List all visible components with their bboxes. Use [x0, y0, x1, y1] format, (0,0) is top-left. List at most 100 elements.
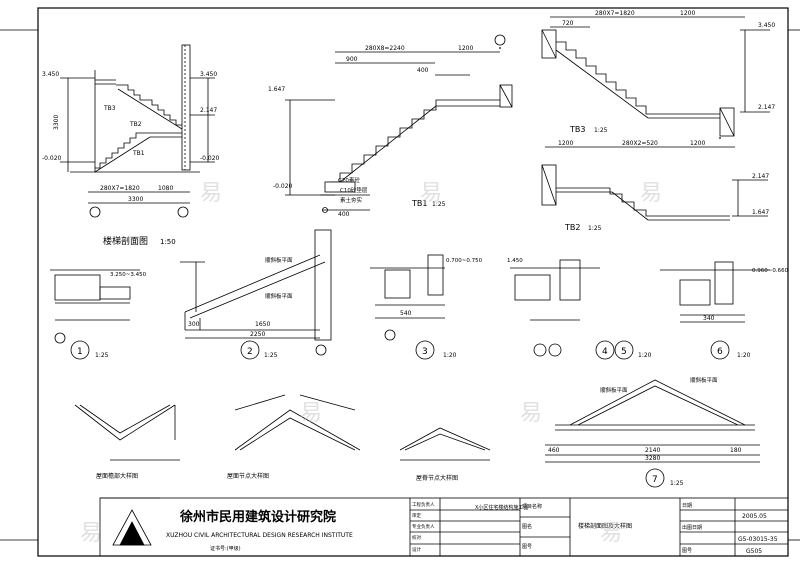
- detail-6: [660, 261, 770, 360]
- dim-landing: 1080: [158, 185, 173, 192]
- tb3-label: TB3: [569, 125, 585, 134]
- node-label-joint: 屋脊节点大样图: [416, 474, 458, 482]
- tb1-note-concrete: C20素砼: [338, 176, 360, 184]
- institute-en: XUZHOU CIVIL ARCHITECTURAL DESIGN RESEAR…: [166, 532, 353, 539]
- watermark-1: 易: [200, 181, 222, 206]
- tb1-dim-a: 900: [346, 56, 358, 63]
- sheet-border: [37, 7, 789, 557]
- flight-tb3: TB3: [103, 105, 116, 112]
- node-label-ridge: 屋面节点大样图: [227, 472, 269, 480]
- tb2-level-bottom: 1.647: [752, 209, 769, 216]
- detail-7-dim-c: 180: [730, 447, 742, 454]
- tb3-dim-landing: 1200: [680, 10, 695, 17]
- detail-2-dim-total: 2250: [250, 331, 265, 338]
- level-left-top: 3.450: [42, 71, 59, 78]
- tb1-dim-bottom: 400: [338, 211, 350, 218]
- watermark-3: 易: [640, 181, 662, 206]
- drawing-title: 楼梯剖面图及大样图: [578, 522, 632, 530]
- sheet-number: G505: [746, 548, 762, 555]
- watermark-4: 易: [300, 401, 322, 426]
- project-name: X小区住宅楼结构施工图: [475, 504, 528, 511]
- tb1-level-bottom: -0.020: [273, 183, 293, 190]
- field-project: 项目名称: [522, 503, 542, 510]
- tb1-diagram: [285, 34, 513, 213]
- tb2-level-top: 2.147: [752, 173, 769, 180]
- detail-4-level: 1.450: [507, 258, 523, 264]
- detail-2-dim-a: 300: [188, 321, 200, 328]
- node-ridge: [234, 394, 361, 451]
- detail-5-num: 5: [621, 347, 627, 357]
- detail-7: [545, 379, 760, 488]
- detail-2: [180, 229, 332, 360]
- tb1-dim-b: 400: [417, 67, 429, 74]
- institute-cn: 徐州市民用建筑设计研究院: [179, 509, 336, 525]
- tb2-scale: 1:25: [588, 225, 602, 232]
- detail-6-num: 6: [717, 347, 723, 357]
- detail-7-note-a: 顺斜板平面: [600, 386, 628, 394]
- tb1-level-top: 1.647: [268, 86, 285, 93]
- tb1-note-soil: 素土夯实: [340, 196, 363, 204]
- detail-1-num: 1: [77, 347, 83, 357]
- detail-2-dim-b: 1650: [255, 321, 270, 328]
- flight-tb2: TB2: [129, 121, 142, 128]
- watermark-6: 易: [80, 521, 102, 546]
- right-label-issue: 出图日期: [682, 524, 702, 531]
- watermarks: 易 易 易 易 易 易 易: [80, 181, 662, 546]
- level-right-bottom: -0.020: [200, 155, 220, 162]
- detail-2-note-a: 顺斜板平面: [265, 256, 293, 264]
- tb3-level-bottom: 2.147: [758, 104, 775, 111]
- tb2-label: TB2: [564, 223, 580, 232]
- tb-row-3: 专业负责人: [412, 523, 435, 530]
- section-scale: 1:50: [160, 238, 176, 246]
- detail-7-dim-a: 460: [548, 447, 560, 454]
- title-block: [99, 497, 789, 557]
- detail-4-5: [510, 259, 634, 360]
- detail-2-num: 2: [247, 347, 253, 357]
- tb-row-5: 设计: [412, 546, 421, 553]
- node-joint: [399, 427, 491, 461]
- detail-3-scale: 1:20: [443, 352, 457, 359]
- right-label-date: 日期: [682, 503, 692, 509]
- node-label-eave: 屋面檐部大样图: [96, 472, 138, 480]
- detail-3-level: 0.700~0.750: [446, 258, 483, 264]
- detail-3: [370, 254, 445, 360]
- field-number: 图号: [522, 544, 532, 550]
- tb2-dim-b: 1200: [690, 140, 705, 147]
- tb3-diagram: [541, 16, 770, 139]
- section-title: 楼梯剖面图: [103, 235, 148, 247]
- level-right-top: 3.450: [200, 71, 217, 78]
- detail-7-dim-b: 2140: [645, 447, 660, 454]
- detail-7-note-b: 顺斜板平面: [690, 376, 718, 384]
- dim-flight: 280X7=1820: [100, 185, 140, 192]
- flight-tb1: TB1: [132, 150, 145, 157]
- detail-6-scale: 1:20: [737, 352, 751, 359]
- detail-1-level: 3.250~3.450: [110, 272, 147, 278]
- node-eave: [74, 404, 180, 461]
- watermark-5: 易: [520, 401, 542, 426]
- detail-3-dim-a: 540: [400, 310, 412, 317]
- tb1-dim-landing: 1200: [458, 45, 473, 52]
- detail-1-scale: 1:25: [95, 352, 109, 359]
- tb1-note-cushion: C10砼垫层: [340, 186, 368, 194]
- tb1-scale: 1:25: [432, 201, 446, 208]
- tb-row-2: 审定: [412, 512, 421, 519]
- right-value-code: G5-03015-35: [738, 536, 778, 543]
- detail-7-dim-total: 3280: [645, 455, 660, 462]
- tb2-dim-a: 1200: [558, 140, 573, 147]
- detail-2-scale: 1:25: [264, 352, 278, 359]
- tb-row-4: 校对: [412, 534, 421, 541]
- tb3-level-top: 3.450: [758, 22, 775, 29]
- level-left-bottom: -0.020: [42, 155, 62, 162]
- tb-row-1: 工程负责人: [412, 501, 435, 508]
- level-right-mid: 2.147: [200, 107, 217, 114]
- detail-2-note-b: 顺斜板平面: [265, 292, 293, 300]
- tb2-dim-flight: 280X2=520: [622, 140, 658, 147]
- tb2-diagram: [541, 146, 768, 221]
- detail-4-num: 4: [602, 347, 608, 357]
- dim-height: 3300: [53, 115, 60, 130]
- watermark-2: 易: [420, 181, 442, 206]
- tb1-dim-flight: 280X8=2240: [365, 45, 405, 52]
- dim-total: 3300: [128, 196, 143, 203]
- detail-4-scale: 1:20: [638, 352, 652, 359]
- detail-6-level: 0.960~0.660: [752, 268, 789, 274]
